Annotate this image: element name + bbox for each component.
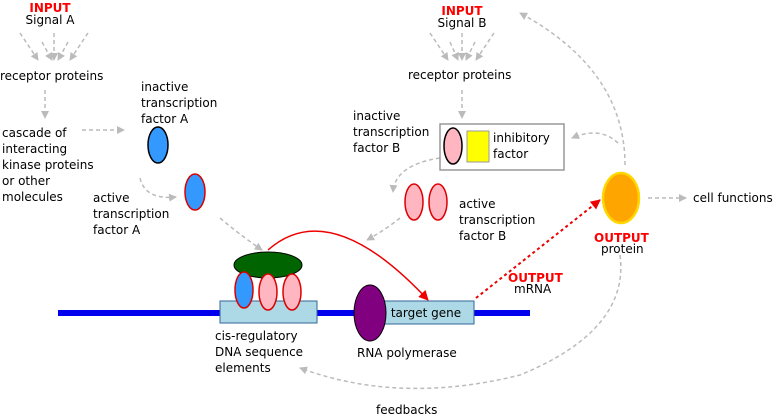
- active-factor-b-shape-2: [428, 183, 448, 221]
- protein-label: protein: [601, 242, 644, 256]
- label-line: active: [459, 197, 496, 211]
- label-line: cis-regulatory: [215, 329, 298, 343]
- cascade-line: or other: [2, 174, 51, 188]
- feedbacks-label: feedbacks: [376, 403, 438, 417]
- signal-a-input-label: INPUT: [29, 1, 71, 15]
- rna-polymerase-label: RNA polymerase: [357, 346, 457, 360]
- inactive-factor-a-shape: [147, 126, 169, 164]
- active-factor-a-shape: [184, 173, 206, 211]
- mrna-label: mRNA: [514, 282, 552, 296]
- protein-shape: [601, 171, 641, 225]
- signal-b-input-label: INPUT: [441, 4, 483, 18]
- cascade-line: interacting: [2, 142, 68, 156]
- label-line: factor B: [459, 229, 507, 243]
- rna-polymerase-shape: [353, 284, 387, 342]
- active-factor-b-shape-1: [404, 183, 424, 221]
- label-line: transcription: [93, 207, 170, 221]
- label-line: DNA sequence: [215, 345, 304, 359]
- label-line: factor: [493, 147, 529, 161]
- signal-b-label: Signal B: [437, 16, 487, 30]
- receptor-a-label: receptor proteins: [0, 69, 104, 83]
- label-line: inhibitory: [493, 131, 550, 145]
- cell-functions-label: cell functions: [693, 191, 773, 205]
- bound-factor-b-1: [258, 273, 278, 311]
- label-line: active: [93, 191, 130, 205]
- label-line: factor B: [353, 141, 401, 155]
- receptor-b-label: receptor proteins: [408, 68, 512, 82]
- inhibitory-factor-shape: [466, 130, 490, 163]
- bound-factor-b-2: [282, 273, 302, 311]
- label-line: transcription: [353, 125, 430, 139]
- cascade-line: kinase proteins: [2, 158, 94, 172]
- target-gene-label: target gene: [390, 306, 462, 320]
- label-line: inactive: [353, 109, 401, 123]
- label-line: transcription: [459, 213, 536, 227]
- signal-b-arrows: [429, 32, 495, 61]
- mrna-output-label: OUTPUT: [508, 271, 563, 285]
- activation-arrow: [267, 230, 429, 301]
- label-line: factor A: [141, 112, 189, 126]
- cascade-line: cascade of: [2, 126, 67, 140]
- bound-factor-a: [234, 271, 254, 309]
- flow-arrows: [41, 12, 687, 390]
- inactive-factor-b-shape: [443, 127, 463, 165]
- label-line: inactive: [141, 80, 189, 94]
- protein-output-label: OUTPUT: [594, 231, 649, 245]
- cascade-line: molecules: [2, 190, 63, 204]
- signal-a-arrows: [19, 32, 89, 61]
- translation-arrow: [475, 199, 601, 299]
- label-line: transcription: [141, 96, 218, 110]
- label-line: elements: [215, 361, 271, 375]
- signal-a-label: Signal A: [25, 13, 75, 27]
- label-line: factor A: [93, 223, 141, 237]
